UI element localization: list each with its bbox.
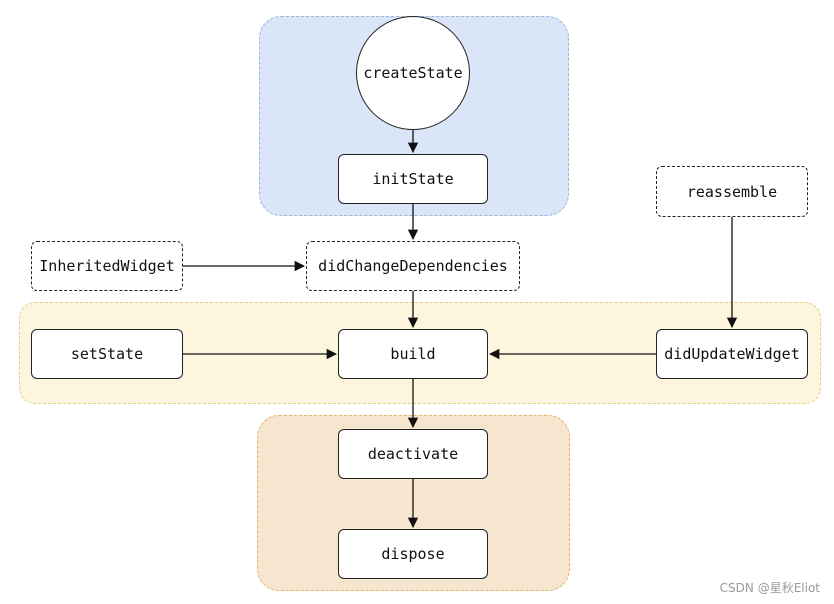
node-didUpdateWidget: didUpdateWidget (656, 329, 808, 379)
watermark: CSDN @星秋Eliot (719, 581, 820, 595)
node-reassemble: reassemble (656, 166, 808, 217)
node-didChangeDependencies: didChangeDependencies (306, 241, 520, 291)
node-deactivate: deactivate (338, 429, 488, 479)
node-createState: createState (356, 16, 470, 130)
node-build: build (338, 329, 488, 379)
node-inheritedWidget: InheritedWidget (31, 241, 183, 291)
node-dispose: dispose (338, 529, 488, 579)
node-setState: setState (31, 329, 183, 379)
node-initState: initState (338, 154, 488, 204)
